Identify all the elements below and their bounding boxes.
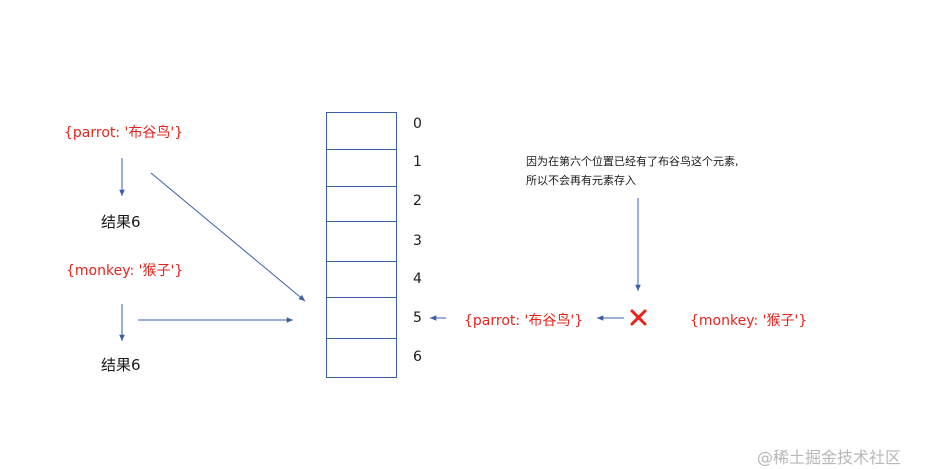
key-parrot-label: {parrot: '布谷鸟'}	[64, 125, 184, 141]
rejected-monkey-label: {monkey: '猴子'}	[690, 313, 808, 329]
occupant-parrot-label: {parrot: '布谷鸟'}	[464, 313, 584, 329]
table-cell-3	[326, 221, 397, 262]
note-line-2: 所以不会再有元素存入	[526, 174, 636, 187]
key-monkey-label: {monkey: '猴子'}	[66, 263, 184, 279]
table-cell-5	[326, 297, 397, 339]
table-cell-6	[326, 338, 397, 378]
watermark: @稀土掘金技术社区	[757, 448, 902, 467]
explanation-note: 因为在第六个位置已经有了布谷鸟这个元素, 所以不会再有元素存入	[526, 152, 739, 190]
index-1: 1	[413, 154, 422, 170]
table-cell-2	[326, 186, 397, 222]
arrow-key1-to-slot5	[150, 172, 306, 302]
table-cell-0	[326, 112, 397, 150]
index-6: 6	[413, 349, 422, 365]
table-cell-1	[326, 149, 397, 187]
table-cell-4	[326, 261, 397, 298]
result-label-1: 结果6	[101, 213, 141, 231]
index-2: 2	[413, 193, 422, 209]
note-line-1: 因为在第六个位置已经有了布谷鸟这个元素,	[526, 155, 739, 168]
result-label-2: 结果6	[101, 356, 141, 374]
index-3: 3	[413, 233, 422, 249]
cross-icon	[630, 309, 647, 326]
index-5: 5	[413, 310, 422, 326]
index-4: 4	[413, 271, 422, 287]
index-0: 0	[413, 116, 422, 132]
